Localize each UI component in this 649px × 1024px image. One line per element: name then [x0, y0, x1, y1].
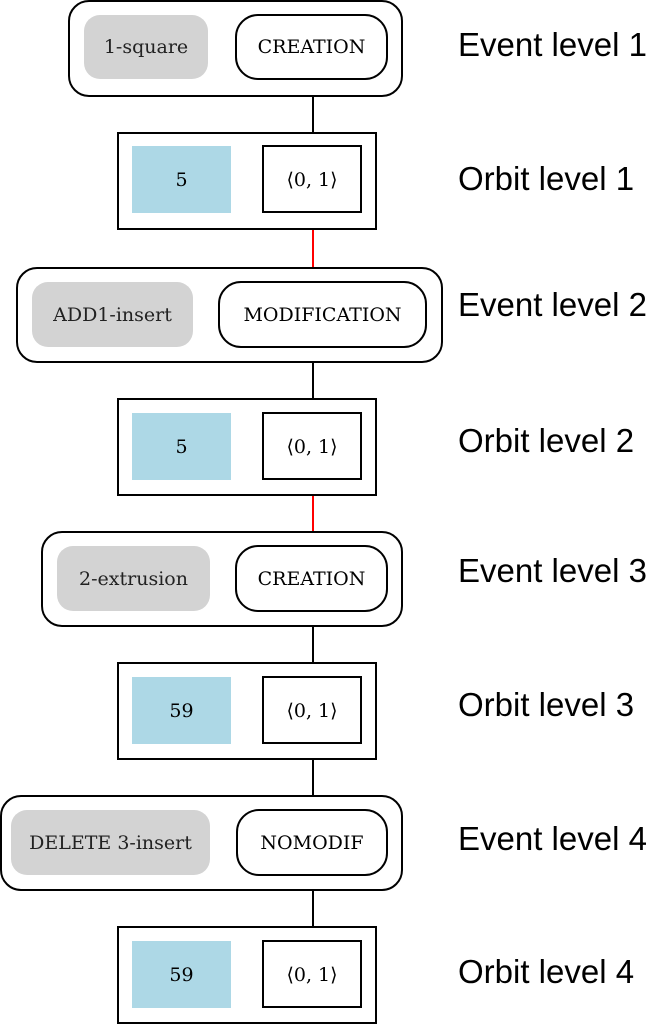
event-tag-label: 2-extrusion — [79, 568, 188, 590]
event-tag-label: DELETE 3-insert — [29, 832, 192, 854]
event-op-box — [235, 14, 388, 80]
level-label-orbit-4: Orbit level 4 — [458, 953, 634, 990]
orbit-value-box — [132, 146, 231, 213]
orbit-value-label: 59 — [169, 964, 193, 986]
event-node-4: DELETE 3-insert NOMODIF — [0, 795, 403, 891]
orbit-value-box — [132, 413, 231, 480]
level-label-event-4: Event level 4 — [458, 820, 647, 857]
event-op-label: CREATION — [258, 36, 366, 58]
event-op-label: CREATION — [258, 568, 366, 590]
event-op-label: NOMODIF — [260, 832, 363, 854]
event-tag-label: ADD1-insert — [52, 304, 172, 326]
orbit-pair-box — [262, 676, 362, 744]
orbit-pair-label: ⟨0, 1⟩ — [286, 436, 337, 458]
orbit-value-label: 59 — [169, 700, 193, 722]
orbit-pair-label: ⟨0, 1⟩ — [286, 169, 337, 191]
event-tag-box — [11, 810, 210, 875]
orbit-pair-box — [262, 412, 362, 480]
orbit-value-box — [132, 941, 231, 1008]
orbit-value-label: 5 — [175, 436, 187, 458]
event-tag-label: 1-square — [104, 36, 188, 58]
orbit-node-1: 5 ⟨0, 1⟩ — [117, 132, 377, 230]
orbit-value-box — [132, 677, 231, 744]
orbit-pair-box — [262, 940, 362, 1008]
orbit-node-4: 59 ⟨0, 1⟩ — [117, 926, 377, 1024]
level-label-event-3: Event level 3 — [458, 552, 647, 589]
orbit-node-3: 59 ⟨0, 1⟩ — [117, 662, 377, 760]
level-label-orbit-3: Orbit level 3 — [458, 686, 634, 723]
orbit-node-2: 5 ⟨0, 1⟩ — [117, 398, 377, 496]
orbit-value-label: 5 — [175, 169, 187, 191]
level-label-event-2: Event level 2 — [458, 286, 647, 323]
event-op-box — [236, 809, 388, 876]
orbit-pair-label: ⟨0, 1⟩ — [286, 700, 337, 722]
event-node-2: ADD1-insert MODIFICATION — [16, 267, 443, 363]
event-tag-box — [32, 282, 193, 347]
orbit-pair-label: ⟨0, 1⟩ — [286, 964, 337, 986]
event-op-box — [235, 545, 388, 612]
event-node-3: 2-extrusion CREATION — [41, 531, 403, 627]
event-tag-box — [84, 15, 208, 79]
event-node-1: 1-square CREATION — [68, 0, 403, 97]
event-tag-box — [57, 546, 210, 611]
level-label-orbit-1: Orbit level 1 — [458, 160, 634, 197]
level-label-event-1: Event level 1 — [458, 26, 647, 63]
event-op-box — [218, 281, 427, 348]
level-label-orbit-2: Orbit level 2 — [458, 422, 634, 459]
event-op-label: MODIFICATION — [243, 304, 401, 326]
orbit-pair-box — [262, 145, 362, 213]
